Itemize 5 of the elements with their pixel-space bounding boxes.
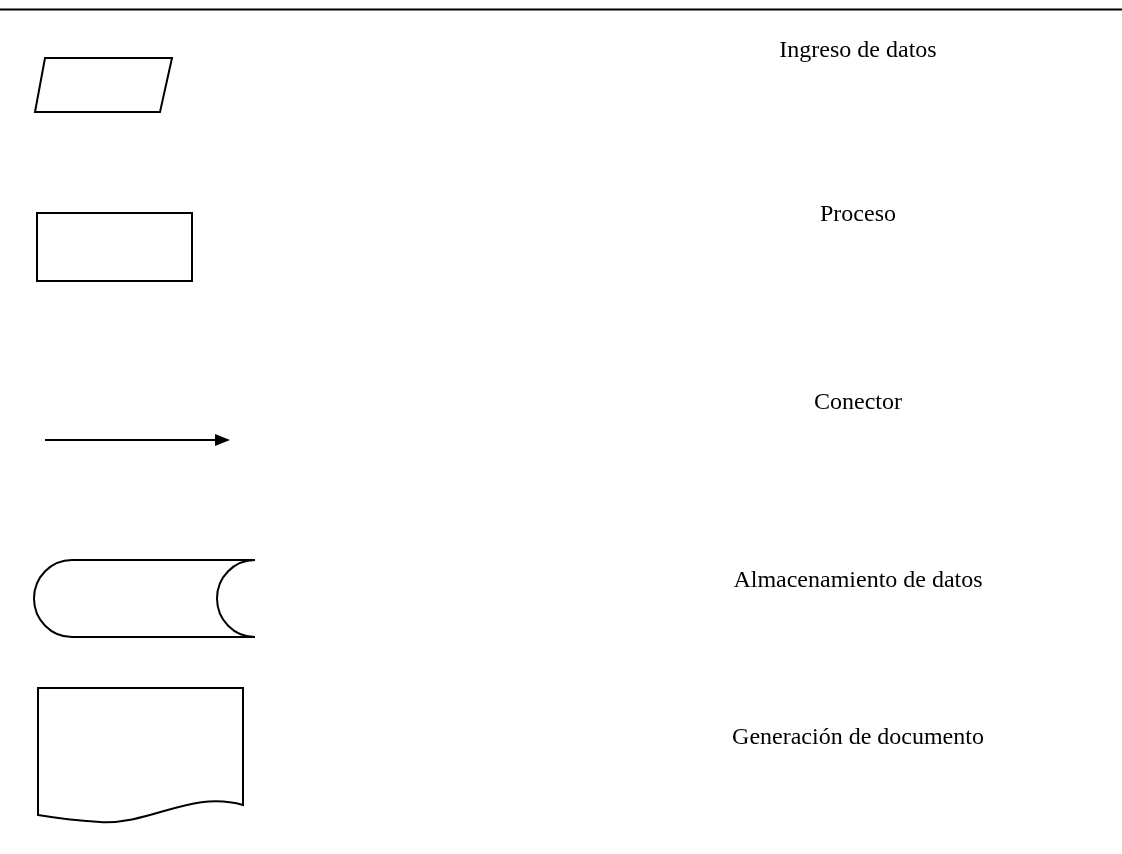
legend-text: Proceso [820,200,896,227]
legend-text: Almacenamiento de datos [733,566,983,593]
legend-text: Generación de documento [732,723,984,750]
legend-text: Conector [814,388,902,415]
legend-text: Ingreso de datos [779,36,937,63]
